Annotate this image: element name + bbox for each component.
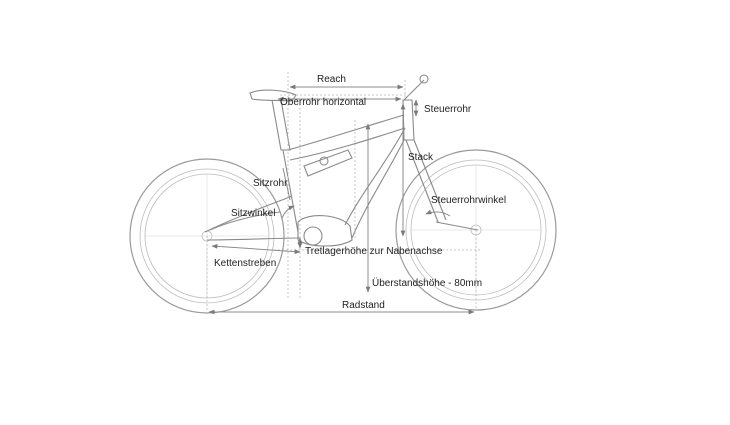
label-top-tube: Oberrohr horizontal — [280, 97, 366, 108]
label-chainstays: Kettenstreben — [214, 258, 276, 269]
label-seat-tube: Sitzrohr — [253, 178, 288, 189]
label-standover: Überstandshöhe - 80mm — [372, 277, 482, 289]
label-reach: Reach — [317, 74, 346, 85]
bike-frame — [204, 74, 479, 247]
label-seat-angle: Sitzwinkel — [231, 208, 275, 219]
labels: Reach Oberrohr horizontal Steuerrohr Sta… — [214, 74, 506, 311]
dimension-lines — [208, 84, 475, 315]
label-wheelbase: Radstand — [342, 300, 385, 311]
label-head-tube: Steuerrohr — [424, 104, 472, 115]
label-stack: Stack — [408, 152, 434, 163]
construction-lines — [206, 72, 480, 310]
label-bb-drop: Tretlagerhöhe zur Nabenachse — [305, 246, 443, 257]
label-head-angle: Steuerrohrwinkel — [431, 195, 506, 206]
